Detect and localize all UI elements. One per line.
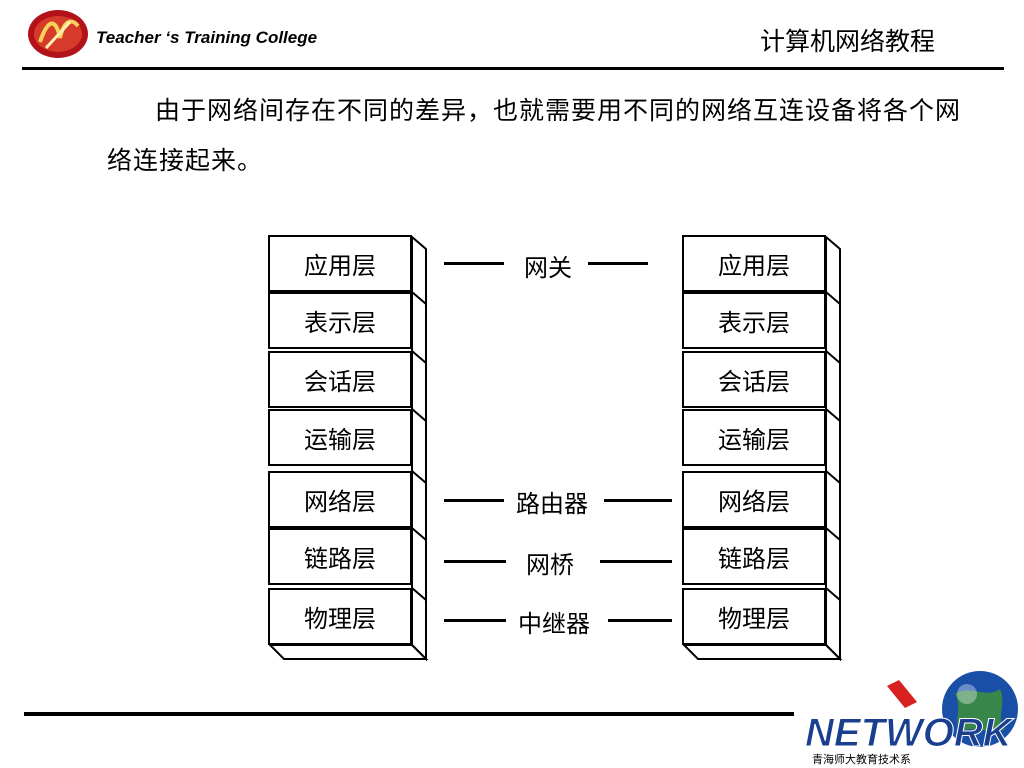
- router-line-right: [604, 499, 672, 502]
- intro-paragraph: 由于网络间存在不同的差异，也就需要用不同的网络互连设备将各个网络连接起来。: [107, 96, 962, 175]
- gateway-label: 网关: [522, 248, 574, 283]
- right-stack-3d-edge: [682, 235, 843, 662]
- router-line-left: [444, 499, 504, 502]
- repeater-line-right: [608, 619, 672, 622]
- college-name: Teacher ‘s Training College: [96, 28, 318, 47]
- course-title: 计算机网络教程: [760, 27, 936, 56]
- gateway-line-right: [588, 262, 648, 265]
- header-divider: [22, 67, 1004, 70]
- right-layer-session: 会话层: [682, 351, 826, 408]
- left-layer-application: 应用层: [268, 235, 412, 292]
- left-layer-physical: 物理层: [268, 588, 412, 645]
- college-logo-icon: [28, 10, 88, 58]
- footer-divider: [24, 712, 794, 716]
- repeater-line-left: [444, 619, 506, 622]
- router-label: 路由器: [514, 484, 590, 519]
- left-layer-link: 链路层: [268, 528, 412, 585]
- bridge-line-left: [444, 560, 506, 563]
- right-layer-application: 应用层: [682, 235, 826, 292]
- left-layer-session: 会话层: [268, 351, 412, 408]
- right-layer-presentation: 表示层: [682, 292, 826, 349]
- right-layer-link: 链路层: [682, 528, 826, 585]
- left-layer-presentation: 表示层: [268, 292, 412, 349]
- bridge-line-right: [600, 560, 672, 563]
- network-logo-icon: NETWORK: [805, 671, 1018, 756]
- svg-text:NETWORK: NETWORK: [805, 711, 1015, 755]
- bridge-label: 网桥: [524, 545, 576, 580]
- left-layer-network: 网络层: [268, 471, 412, 528]
- left-stack-3d-edge: [268, 235, 429, 662]
- repeater-label: 中继器: [516, 604, 592, 639]
- gateway-line-left: [444, 262, 504, 265]
- department-name: 青海师大教育技术系: [812, 753, 911, 766]
